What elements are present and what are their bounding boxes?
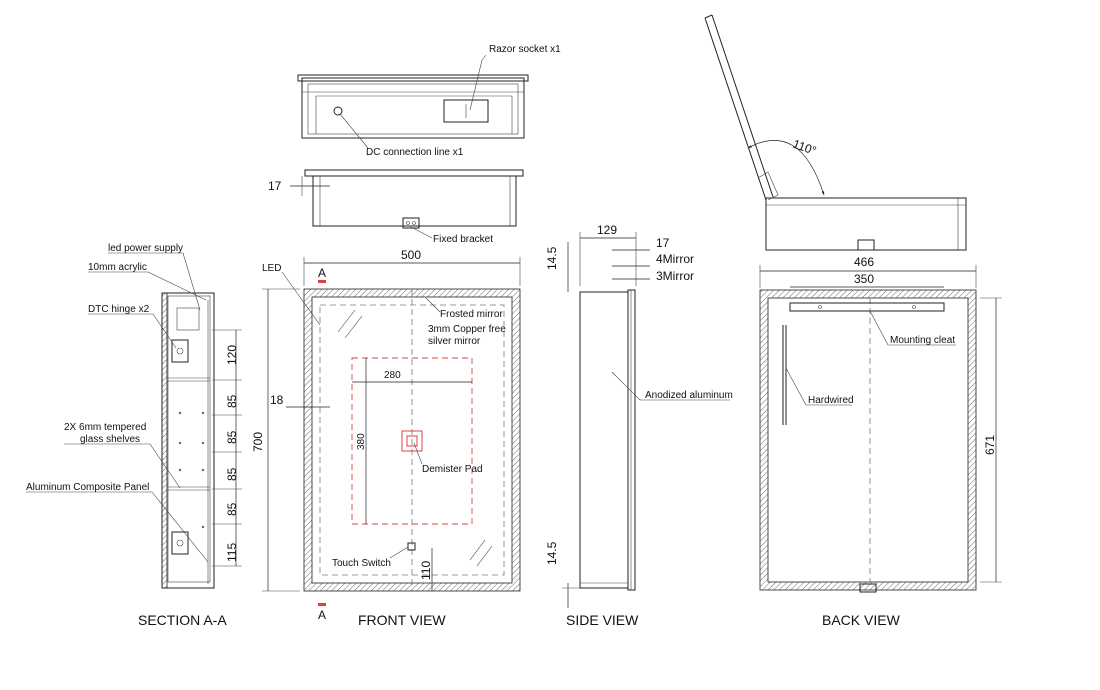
section-dim-85a: 85 [225, 394, 239, 408]
pad-width: 280 [384, 370, 401, 381]
front-width: 500 [401, 248, 421, 262]
side-dim-17: 17 [656, 236, 670, 250]
touch-switch-icon [407, 542, 416, 551]
mounting-cleat [789, 302, 945, 312]
hinge-top-icon [171, 339, 189, 363]
angle-label: 110° [791, 137, 818, 158]
back-width: 466 [854, 255, 874, 269]
top-dim-17: 17 [268, 179, 282, 193]
back-view: 466 350 671 Mounting cleat Hardwired [759, 255, 1002, 593]
copper-label-1: 3mm Copper free [428, 324, 506, 335]
acrylic-label: 10mm acrylic [88, 262, 147, 273]
demister-pad-area [351, 357, 473, 525]
pad-height: 380 [356, 433, 367, 450]
led-label: LED [262, 263, 281, 274]
section-mark-bottom: A [318, 608, 326, 622]
section-dim-85b: 85 [225, 430, 239, 444]
section-a-a: 120 85 85 85 85 115 led power supply 10m… [26, 243, 242, 589]
power-supply-icon [176, 307, 200, 331]
top-section-view: Fixed bracket 17 [268, 169, 524, 245]
side-mirror4: 4Mirror [656, 252, 694, 266]
front-view: A A 500 700 18 280 380 110 LED Frosted m… [251, 248, 521, 622]
section-dim-115: 115 [225, 543, 239, 562]
razor-socket-label: Razor socket x1 [489, 44, 561, 55]
side-depth: 129 [597, 223, 617, 237]
anodized-label: Anodized aluminum [645, 390, 733, 401]
cleat-width: 350 [854, 272, 874, 286]
demister-icon [401, 430, 423, 452]
fixed-bracket-label: Fixed bracket [433, 234, 493, 245]
front-frame-dim: 18 [270, 393, 284, 407]
side-view: 129 17 4Mirror 3Mirror 14.5 14.5 Anodize… [545, 223, 733, 608]
razor-socket-icon [443, 99, 489, 123]
frosted-label: Frosted mirror [440, 309, 503, 320]
dc-connector-icon [333, 106, 343, 116]
section-dim-120: 120 [225, 345, 239, 365]
section-dim-85c: 85 [225, 467, 239, 481]
copper-label-2: silver mirror [428, 336, 481, 347]
front-height: 700 [251, 432, 265, 452]
dc-line-label: DC connection line x1 [366, 147, 464, 158]
back-title: BACK VIEW [822, 612, 901, 628]
demister-label: Demister Pad [422, 464, 483, 475]
side-top-dim: 14.5 [545, 246, 559, 270]
power-supply-label: led power supply [108, 243, 183, 254]
fixed-bracket-icon [402, 217, 420, 229]
shelves-label-1: 2X 6mm tempered [64, 422, 146, 433]
side-bottom-dim: 14.5 [545, 541, 559, 565]
front-bottom-dim: 110 [419, 561, 433, 580]
back-bracket-icon [859, 583, 877, 593]
section-mark-top: A [318, 266, 326, 280]
top-plan-view: Razor socket x1 DC connection line x1 [297, 44, 561, 158]
section-title: SECTION A-A [138, 612, 227, 628]
touch-switch-label: Touch Switch [332, 558, 391, 569]
hinge-bottom-icon [171, 531, 189, 555]
side-title: SIDE VIEW [566, 612, 639, 628]
side-mirror3: 3Mirror [656, 269, 694, 283]
open-door-view: 110° [704, 14, 967, 251]
cleat-label: Mounting cleat [890, 335, 955, 346]
section-dim-85d: 85 [225, 502, 239, 516]
back-height: 671 [983, 435, 997, 455]
panel-label: Aluminum Composite Panel [26, 482, 149, 493]
front-title: FRONT VIEW [358, 612, 446, 628]
hinge-label: DTC hinge x2 [88, 304, 150, 315]
door-bracket-icon [857, 239, 875, 251]
hardwired-label: Hardwired [808, 395, 854, 406]
shelves-label-2: glass shelves [80, 434, 140, 445]
